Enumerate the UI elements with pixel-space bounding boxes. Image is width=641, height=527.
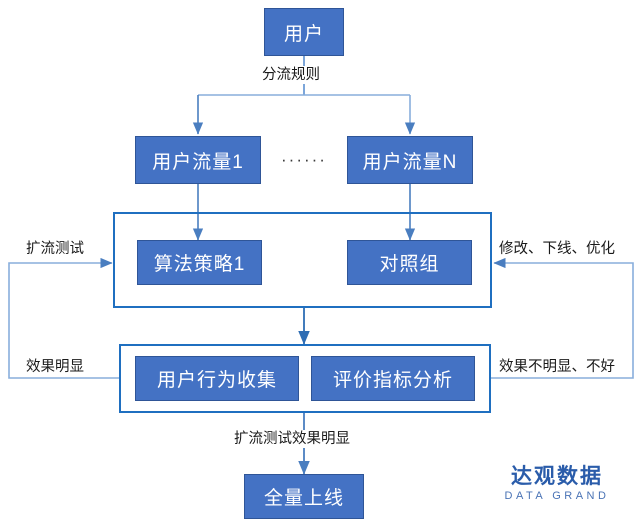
node-control-group-label: 对照组 [379, 254, 440, 275]
node-traffic-1[interactable]: 用户流量1 [135, 136, 261, 184]
edge-label-split-rule: 分流规则 [260, 66, 322, 84]
node-evaluation-metrics-analysis-label: 评价指标分析 [332, 370, 453, 391]
node-user-behavior-collection[interactable]: 用户行为收集 [135, 356, 299, 401]
node-user-behavior-collection-label: 用户行为收集 [156, 370, 277, 391]
traffic-separator-dots: ······ [281, 150, 327, 169]
analysis-group-container [119, 344, 491, 413]
node-user[interactable]: 用户 [264, 8, 344, 56]
edge-label-effect-obvious: 效果明显 [24, 358, 86, 376]
edge-label-modify-offline-optimize: 修改、下线、优化 [497, 240, 617, 258]
brand-logo: 达观数据 DATA GRAND [487, 465, 627, 503]
node-traffic-n[interactable]: 用户流量N [347, 136, 473, 184]
edge-label-expand-test-effect-obvious: 扩流测试效果明显 [232, 430, 352, 448]
edge-label-expand-test: 扩流测试 [24, 240, 86, 258]
node-traffic-1-label: 用户流量1 [152, 151, 244, 173]
node-control-group[interactable]: 对照组 [347, 240, 472, 285]
node-traffic-n-label: 用户流量N [362, 151, 458, 173]
node-algorithm-strategy-1[interactable]: 算法策略1 [137, 240, 262, 285]
brand-logo-en: DATA GRAND [504, 490, 610, 503]
brand-logo-cn: 达观数据 [511, 465, 603, 488]
node-user-label: 用户 [283, 23, 324, 45]
node-evaluation-metrics-analysis[interactable]: 评价指标分析 [311, 356, 475, 401]
edge-label-effect-not-obvious: 效果不明显、不好 [497, 358, 617, 376]
experiment-group-container [113, 212, 492, 308]
node-full-launch-label: 全量上线 [263, 488, 344, 509]
node-algorithm-strategy-1-label: 算法策略1 [153, 254, 246, 275]
node-full-launch[interactable]: 全量上线 [244, 474, 364, 519]
